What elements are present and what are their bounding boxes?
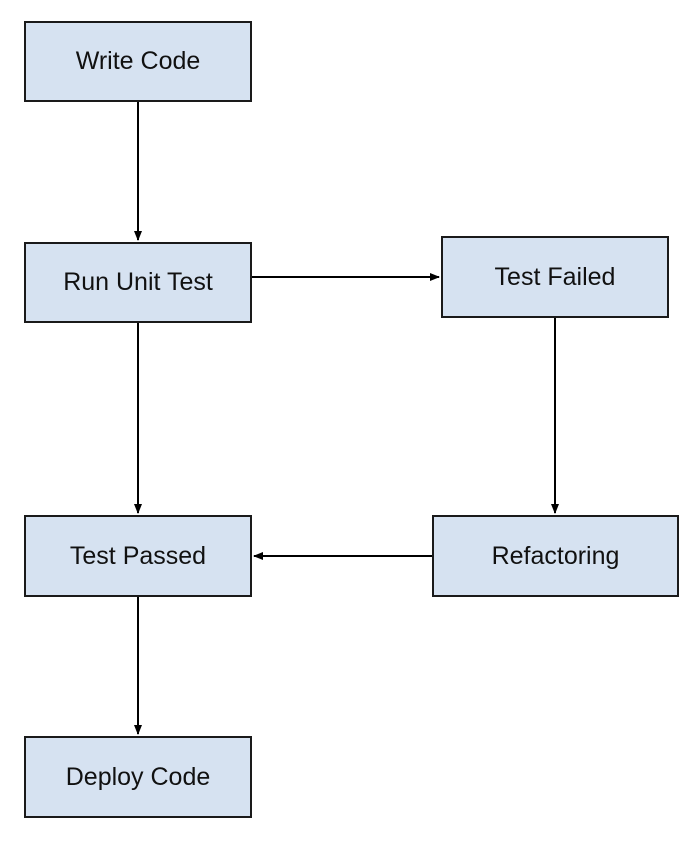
node-refactoring-label: Refactoring	[491, 541, 620, 570]
node-test-failed: Test Failed	[441, 236, 669, 318]
node-write-code-label: Write Code	[75, 47, 201, 75]
node-write-code: Write Code	[24, 21, 252, 102]
node-test-passed-label: Test Passed	[69, 541, 207, 570]
node-deploy-code-label: Deploy Code	[65, 762, 211, 791]
node-test-passed: Test Passed	[24, 515, 252, 597]
node-run-unit-test: Run Unit Test	[24, 242, 252, 323]
node-deploy-code: Deploy Code	[24, 736, 252, 818]
node-test-failed-label: Test Failed	[494, 262, 616, 291]
node-refactoring: Refactoring	[432, 515, 679, 597]
node-run-unit-test-label: Run Unit Test	[63, 268, 213, 296]
